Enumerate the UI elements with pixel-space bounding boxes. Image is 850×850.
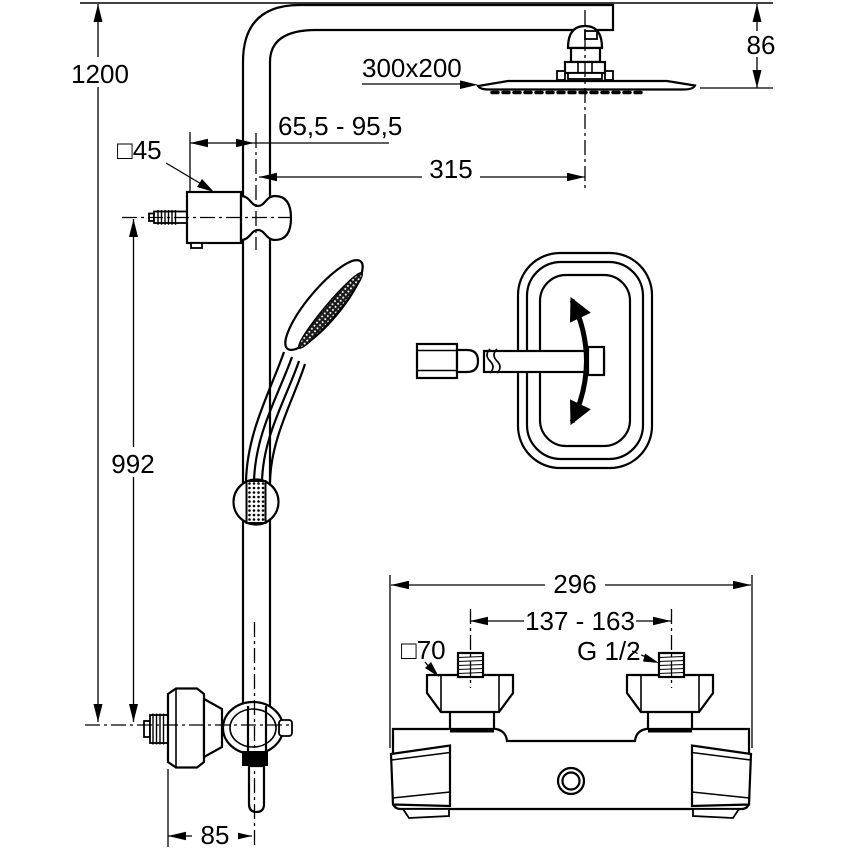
arrow-right-icon	[733, 580, 751, 590]
detail-arm-connector	[455, 348, 480, 374]
head-body	[284, 259, 364, 351]
dim-rail-wall-offset-label: 85	[201, 820, 230, 850]
label-bracket-size: □45	[117, 135, 214, 192]
mixer-handle-left	[389, 744, 452, 808]
neck-shadow-left	[450, 728, 494, 733]
dim-inlet-spacing-label: 137 - 163	[525, 606, 635, 636]
dim-rail-wall-offset: 85	[167, 769, 252, 850]
dim-overall-height: 1200	[71, 4, 129, 722]
label-head-size: 300x200	[362, 53, 478, 89]
head-plate	[476, 79, 697, 91]
head-size-label: 300x200	[362, 53, 462, 83]
detail-view-swivel-head	[415, 251, 654, 470]
arrow-up-icon	[752, 4, 762, 22]
arrow-left-icon	[470, 616, 488, 626]
mixer-handle-right	[690, 744, 753, 808]
dim-arm-projection: 315	[259, 154, 585, 184]
dim-inlet-spacing: 137 - 163	[470, 606, 671, 636]
arrow-right-icon	[567, 172, 585, 182]
bracket-tab	[190, 242, 203, 249]
arrow-down-icon	[93, 704, 103, 722]
arrow-leader-icon	[643, 653, 659, 663]
mixer-foot-right	[692, 808, 741, 819]
arrow-down-icon	[129, 704, 138, 722]
arrow-up-icon	[93, 4, 103, 22]
arrow-leader-icon	[425, 662, 439, 677]
dim-rail-length: 992	[110, 219, 156, 722]
riser-and-arm-outline	[241, 3, 615, 706]
hand-shower-head	[284, 259, 364, 351]
arrow-up-icon	[129, 219, 138, 237]
dim-wall-clearance: 65,5 - 95,5	[189, 111, 402, 191]
mixer-foot-left	[401, 808, 450, 819]
dim-arm-projection-label: 315	[429, 154, 472, 184]
arrow-leader-icon	[197, 179, 214, 192]
arrow-left-icon	[190, 138, 208, 148]
dim-head-offset: 86	[700, 4, 780, 89]
hose-end	[247, 764, 266, 814]
head-spray-face	[297, 271, 364, 349]
break-mark	[486, 348, 494, 374]
thread-size-label: G 1/2	[577, 636, 641, 666]
dim-overall-height-label: 1200	[71, 59, 129, 89]
arrow-right-icon	[460, 80, 478, 89]
escutcheon-right	[625, 673, 715, 714]
dim-head-offset-label: 86	[747, 30, 776, 60]
arrow-right-icon	[234, 831, 252, 841]
label-escutcheon-size: □70	[401, 635, 446, 677]
arrow-left-icon	[168, 831, 186, 841]
wall-bracket-top	[148, 190, 293, 249]
mixer-valve	[389, 651, 753, 819]
label-thread-size: G 1/2	[577, 636, 659, 666]
dim-mixer-width: 296	[389, 569, 753, 748]
nut-taper	[202, 697, 224, 759]
hand-shower-handle	[244, 351, 307, 483]
bottom-pin-threads	[152, 713, 165, 745]
dim-wall-clearance-label: 65,5 - 95,5	[278, 111, 402, 141]
dim-mixer-width-label: 296	[553, 569, 596, 599]
detail-wall-flange	[415, 342, 459, 380]
arrow-down-icon	[752, 70, 762, 88]
hand-shower	[244, 259, 364, 483]
arrow-right-icon	[653, 616, 671, 626]
bracket-size-label: □45	[117, 135, 162, 165]
dim-rail-length-label: 992	[111, 449, 154, 479]
hex-wall-nut	[166, 687, 206, 769]
clamp-side-stub	[278, 719, 293, 737]
neck-shadow-right	[648, 728, 692, 733]
escutcheon-size-label: □70	[401, 635, 446, 665]
detail-arm-endcap	[586, 345, 606, 377]
slider-grip-band	[245, 480, 267, 524]
ball-joint-notch	[584, 30, 598, 40]
arrow-right-icon	[236, 138, 254, 148]
arrow-left-icon	[391, 580, 409, 590]
swivel-arrow	[569, 296, 591, 426]
centerlines	[85, 10, 673, 845]
wall-bracket-bottom	[143, 687, 293, 814]
rain-shower-head	[476, 24, 697, 95]
shower-column	[241, 3, 615, 706]
break-mark	[493, 348, 501, 374]
arrow-left-icon	[259, 172, 277, 182]
mixer-center-plug	[556, 766, 586, 796]
rail-slider-holder	[232, 478, 280, 526]
